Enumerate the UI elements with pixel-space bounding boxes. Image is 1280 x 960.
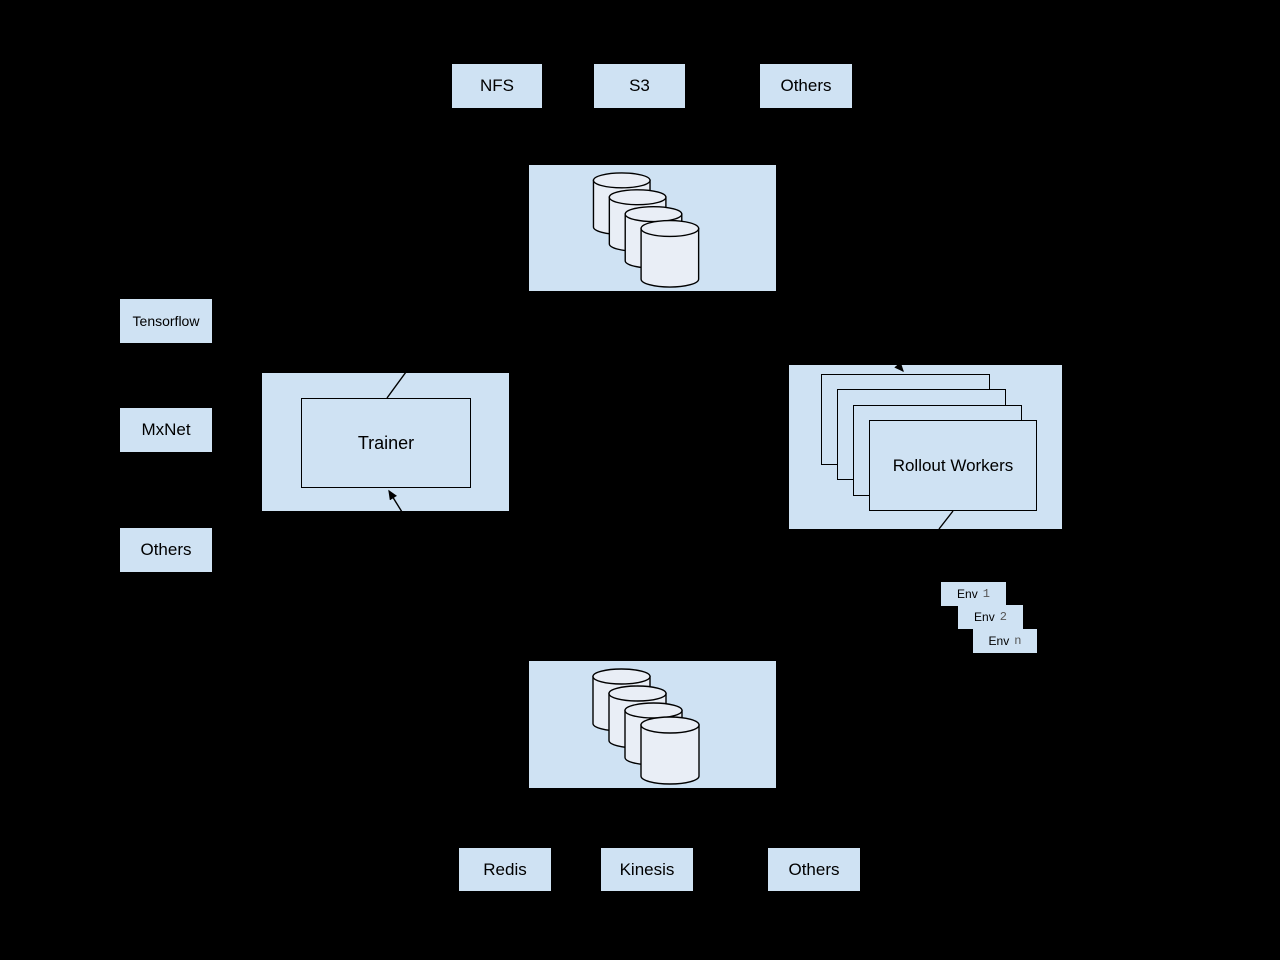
framework-others-label: Others — [140, 540, 192, 559]
trainer-box: Trainer — [301, 398, 471, 488]
storage-option-nfs-label: NFS — [480, 76, 514, 95]
storage-option-redis: Redis — [459, 848, 551, 891]
model-storage-box — [529, 165, 776, 291]
env-n-index: n — [1014, 634, 1022, 648]
env-box-n: Env n — [973, 629, 1037, 653]
storage-option-kinesis: Kinesis — [601, 848, 693, 891]
storage-option-others-top-label: Others — [780, 76, 832, 95]
framework-tensorflow-label: Tensorflow — [132, 313, 200, 329]
env-1-name: Env — [957, 587, 978, 601]
storage-option-others-top: Others — [760, 64, 852, 108]
trainer-label: Trainer — [357, 432, 415, 453]
rollout-workers-container: Rollout Workers — [789, 365, 1062, 529]
storage-option-kinesis-label: Kinesis — [619, 859, 675, 879]
env-n-name: Env — [988, 634, 1010, 648]
env-1-index: 1 — [982, 587, 990, 601]
env-2-index: 2 — [999, 610, 1007, 624]
storage-option-others-bottom-label: Others — [788, 859, 840, 879]
framework-tensorflow: Tensorflow — [120, 299, 212, 343]
storage-option-redis-label: Redis — [483, 859, 527, 879]
env-box-1: Env 1 — [941, 582, 1006, 606]
storage-option-others-bottom: Others — [768, 848, 860, 891]
framework-mxnet: MxNet — [120, 408, 212, 452]
framework-others: Others — [120, 528, 212, 572]
env-2-name: Env — [974, 610, 995, 624]
storage-option-nfs: NFS — [452, 64, 542, 108]
env-box-2: Env 2 — [958, 605, 1023, 629]
database-cluster-icon — [592, 668, 700, 785]
experience-storage-box — [529, 661, 776, 788]
rollout-workers-box: Rollout Workers — [869, 420, 1037, 511]
framework-mxnet-label: MxNet — [141, 420, 191, 439]
storage-option-s3: S3 — [594, 64, 685, 108]
trainer-container: Trainer — [262, 373, 509, 511]
rollout-workers-label: Rollout Workers — [892, 455, 1014, 475]
database-cluster-icon — [592, 172, 700, 288]
storage-option-s3-label: S3 — [629, 76, 650, 95]
